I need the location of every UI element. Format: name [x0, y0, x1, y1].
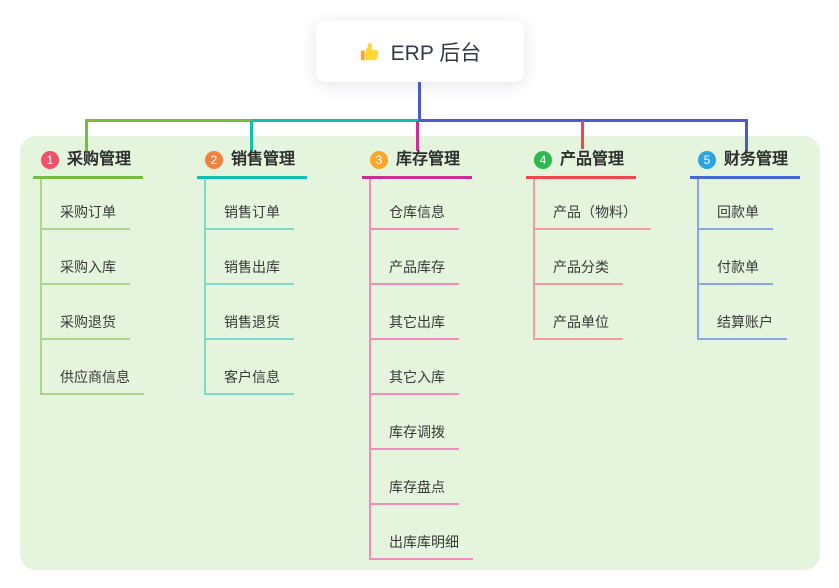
branch-title[interactable]: 3 库存管理	[362, 150, 473, 179]
mindmap-node[interactable]: 产品（物料）	[535, 179, 651, 230]
mindmap-node[interactable]: 采购入库	[42, 230, 130, 285]
mindmap-node[interactable]: 产品单位	[535, 285, 623, 340]
bus-segment-green	[85, 119, 252, 122]
drop-line-product	[581, 121, 584, 149]
mindmap-node[interactable]: 库存盘点	[371, 450, 459, 505]
drop-line-sales	[250, 121, 253, 151]
drop-line-finance	[745, 119, 748, 151]
branch-children: 销售订单销售出库销售退货客户信息	[204, 179, 307, 395]
mindmap-node[interactable]: 仓库信息	[371, 179, 459, 230]
branch-number-badge: 5	[698, 151, 716, 169]
trunk-line	[418, 82, 421, 120]
branch-title-label: 库存管理	[396, 151, 461, 168]
branches-panel	[20, 136, 820, 570]
bus-segment-blue	[419, 119, 748, 122]
mindmap-node[interactable]: 其它出库	[371, 285, 459, 340]
drop-line-inventory	[416, 121, 419, 151]
mindmap-node[interactable]: 客户信息	[206, 340, 294, 395]
branch-children: 仓库信息产品库存其它出库其它入库库存调拨库存盘点出库库明细	[369, 179, 473, 560]
branch-purchase: 1 采购管理 采购订单采购入库采购退货供应商信息	[33, 150, 144, 395]
branch-number-badge: 4	[534, 151, 552, 169]
branch-number-badge: 1	[41, 151, 59, 169]
root-title: ERP 后台	[390, 41, 482, 65]
branch-sales: 2 销售管理 销售订单销售出库销售退货客户信息	[197, 150, 308, 395]
mindmap-node[interactable]: 采购订单	[42, 179, 130, 230]
branch-title-label: 财务管理	[724, 151, 789, 168]
mindmap-node[interactable]: 其它入库	[371, 340, 459, 395]
branch-finance: 5 财务管理 回款单付款单结算账户	[690, 150, 801, 340]
mindmap-node[interactable]: 产品库存	[371, 230, 459, 285]
branch-title-label: 销售管理	[231, 151, 296, 168]
mindmap-node[interactable]: 采购退货	[42, 285, 130, 340]
drop-line-purchase	[85, 119, 88, 151]
mindmap-node[interactable]: 销售退货	[206, 285, 294, 340]
branch-children: 采购订单采购入库采购退货供应商信息	[40, 179, 144, 395]
branch-number-badge: 2	[205, 151, 223, 169]
mindmap-node[interactable]: 产品分类	[535, 230, 623, 285]
branch-inventory: 3 库存管理 仓库信息产品库存其它出库其它入库库存调拨库存盘点出库库明细	[362, 150, 473, 560]
mindmap-node[interactable]: 库存调拨	[371, 395, 459, 450]
thumbs-up-icon	[359, 41, 381, 63]
branch-number-badge: 3	[370, 151, 388, 169]
branch-title[interactable]: 1 采购管理	[33, 150, 144, 179]
mindmap-node[interactable]: 供应商信息	[42, 340, 144, 395]
bus-segment-teal	[251, 119, 419, 122]
branch-title[interactable]: 2 销售管理	[197, 150, 308, 179]
branch-title[interactable]: 5 财务管理	[690, 150, 801, 179]
branch-title[interactable]: 4 产品管理	[526, 150, 637, 179]
branch-children: 回款单付款单结算账户	[697, 179, 800, 340]
mindmap-node[interactable]: 付款单	[699, 230, 773, 285]
branch-title-label: 产品管理	[560, 151, 625, 168]
branch-title-label: 采购管理	[67, 151, 132, 168]
mindmap-node[interactable]: 回款单	[699, 179, 773, 230]
branch-children: 产品（物料）产品分类产品单位	[533, 179, 651, 340]
mindmap-node[interactable]: 销售订单	[206, 179, 294, 230]
branch-product: 4 产品管理 产品（物料）产品分类产品单位	[526, 150, 651, 340]
mindmap-node[interactable]: 出库库明细	[371, 505, 473, 560]
mindmap-node[interactable]: 销售出库	[206, 230, 294, 285]
root-node[interactable]: ERP 后台	[316, 21, 524, 82]
mindmap-node[interactable]: 结算账户	[699, 285, 787, 340]
